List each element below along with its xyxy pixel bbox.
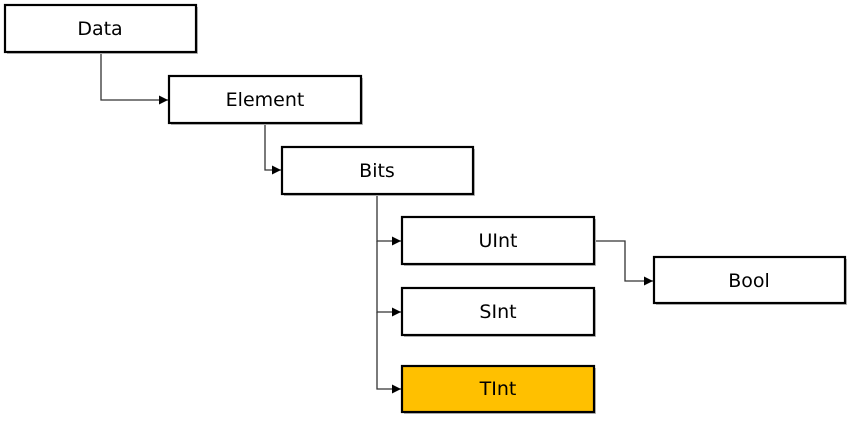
edge-element-bits [264, 123, 281, 175]
edge-bits-tint [376, 312, 401, 394]
node-element: Element [167, 74, 363, 125]
node-label: SInt [479, 301, 516, 323]
node-bits: Bits [280, 145, 475, 196]
node-label: TInt [479, 378, 517, 400]
node-label: Bool [728, 270, 770, 292]
node-bool: Bool [652, 255, 847, 305]
node-label: UInt [478, 230, 517, 252]
node-data: Data [3, 3, 198, 54]
node-uint: UInt [400, 215, 596, 266]
edge-data-element [100, 52, 168, 105]
edge-bits-uint [376, 194, 401, 246]
node-label: Bits [359, 160, 395, 182]
edge-uint-bool [594, 240, 653, 286]
node-tint-highlighted: TInt [400, 364, 596, 414]
edge-bits-sint [376, 241, 401, 317]
node-label: Data [77, 18, 122, 40]
node-sint: SInt [400, 286, 596, 337]
node-label: Element [226, 89, 305, 111]
